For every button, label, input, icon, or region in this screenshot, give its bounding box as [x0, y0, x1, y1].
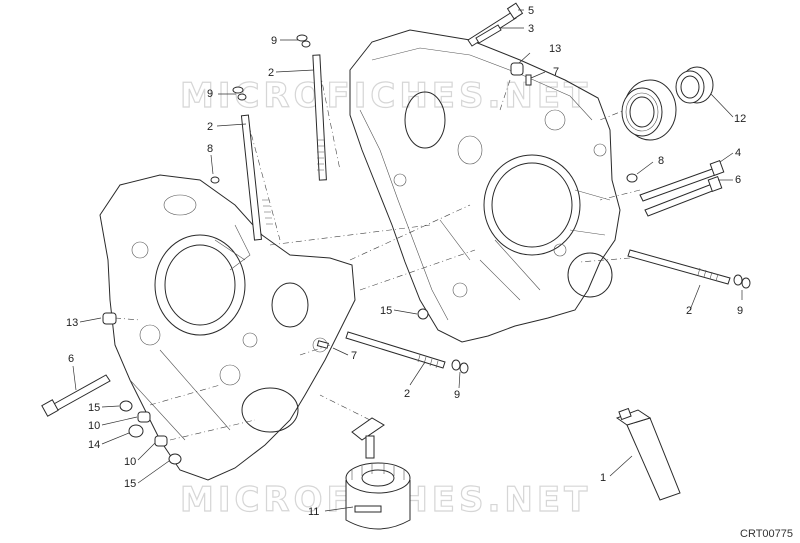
callout-15: 15 — [88, 402, 100, 414]
stud-right — [627, 249, 731, 285]
callout-14: 14 — [88, 439, 100, 451]
watermark-top: MICROFICHES.NET — [180, 76, 591, 116]
sealant-tube — [615, 407, 681, 501]
callout-9: 9 — [207, 88, 213, 100]
washer-9-b — [301, 40, 311, 48]
callout-13: 13 — [549, 43, 561, 55]
washer-9-h — [459, 362, 469, 374]
fasteners — [41, 2, 751, 530]
oring-15-a — [119, 400, 133, 412]
washer-9-g — [451, 359, 461, 371]
callout-3: 3 — [528, 23, 534, 35]
callout-9: 9 — [737, 305, 743, 317]
oring-8-left — [210, 176, 220, 184]
callout-6: 6 — [68, 353, 74, 365]
stud-lower-center — [345, 331, 446, 369]
washer-9-e — [733, 274, 743, 286]
callout-13: 13 — [66, 317, 78, 329]
oring-15-center — [417, 308, 429, 320]
callout-15: 15 — [124, 478, 136, 490]
stud-upper-center — [312, 54, 327, 181]
washer-9-f — [741, 277, 751, 289]
bolt-4 — [639, 160, 725, 202]
callout-2: 2 — [686, 305, 692, 317]
callout-8: 8 — [658, 155, 664, 167]
callout-2: 2 — [207, 121, 213, 133]
callout-2: 2 — [268, 67, 274, 79]
callout-labels: 5 3 13 7 12 9 2 9 2 8 8 4 6 2 9 15 13 7 … — [66, 5, 746, 518]
callout-4: 4 — [735, 147, 741, 159]
dowel-10-a — [137, 411, 151, 423]
seal-12 — [675, 66, 714, 104]
dowel-13-lower — [102, 312, 117, 325]
right-crankcase-half — [349, 29, 621, 343]
callout-5: 5 — [528, 5, 534, 17]
callout-2: 2 — [404, 388, 410, 400]
callout-1: 1 — [600, 472, 606, 484]
pin-7-lower — [316, 340, 329, 349]
callout-6: 6 — [735, 174, 741, 186]
callout-12: 12 — [734, 113, 746, 125]
bolt-3 — [475, 24, 502, 44]
callout-10: 10 — [88, 420, 100, 432]
callout-11: 11 — [308, 506, 319, 518]
bolt-5 — [467, 2, 524, 47]
callout-9: 9 — [271, 35, 277, 47]
leader-lines — [72, 9, 743, 512]
dowel-13-upper — [510, 62, 524, 76]
callout-7: 7 — [351, 350, 357, 362]
bearing — [621, 79, 677, 141]
dowel-10-b — [154, 435, 168, 447]
callout-15: 15 — [380, 305, 392, 317]
oil-filter — [345, 462, 411, 530]
oring-15-b — [168, 453, 182, 465]
filter-fitting — [351, 417, 385, 459]
drawing-code: CRT00775 — [740, 528, 793, 540]
washer-9-a — [296, 34, 308, 42]
left-crankcase-half — [99, 174, 356, 481]
callout-10: 10 — [124, 456, 136, 468]
washer-9-d — [237, 93, 247, 101]
ring-14 — [128, 424, 144, 438]
stud-upper-left — [240, 114, 273, 241]
bolt-6-left — [41, 374, 111, 417]
callout-9: 9 — [454, 389, 460, 401]
oring-8-right — [626, 173, 638, 183]
bolt-6-right — [644, 176, 723, 217]
callout-7: 7 — [553, 66, 559, 78]
pin-7-upper — [525, 74, 532, 86]
washer-9-c — [232, 86, 244, 94]
callout-8: 8 — [207, 143, 213, 155]
